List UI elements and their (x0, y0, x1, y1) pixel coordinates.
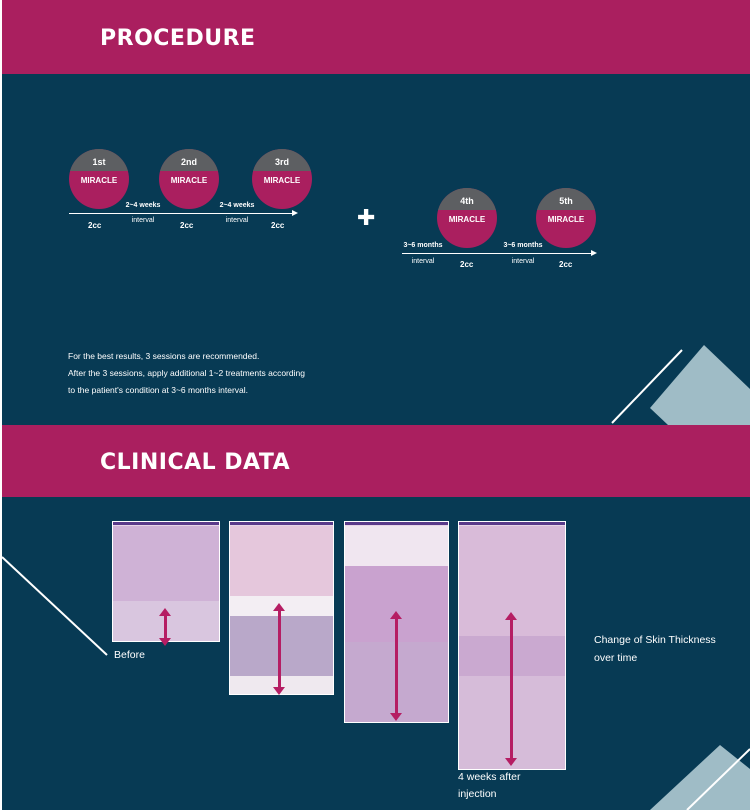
timeline-line-1 (69, 213, 293, 214)
session-circle-2nd: 2nd MIRACLE (159, 149, 219, 209)
thickness-arrow-week-1 (273, 603, 285, 695)
thickness-arrow-week-2 (390, 611, 402, 721)
session-circle-5th: 5th MIRACLE (536, 188, 596, 248)
session-label: 4th (437, 188, 497, 210)
product-name: MIRACLE (170, 176, 208, 185)
plus-icon: ✚ (357, 206, 376, 231)
product-name: MIRACLE (263, 176, 301, 185)
note-line: After the 3 sessions, apply additional 1… (68, 368, 305, 378)
interval-time: 3~6 months (503, 242, 543, 249)
clinical-panel: Before 4 weeks after injection Change of… (2, 497, 750, 810)
histology-before (112, 521, 220, 642)
after-label-line1: 4 weeks after (458, 771, 521, 783)
dose-label: 2cc (460, 260, 474, 269)
procedure-panel: 1st MIRACLE 2nd MIRACLE 3rd MIRACLE 2~4 … (2, 74, 750, 425)
dose-label: 2cc (559, 260, 573, 269)
timeline-arrow-1 (292, 210, 298, 216)
interval-label: interval (511, 258, 535, 265)
timeline-line-2 (402, 253, 592, 254)
interval-label: interval (131, 217, 155, 224)
timeline-arrow-2 (591, 250, 597, 256)
interval-label: interval (411, 258, 435, 265)
dose-label: 2cc (180, 221, 194, 230)
interval-time: 3~6 months (403, 242, 443, 249)
clinical-header: CLINICAL DATA (2, 425, 750, 497)
product-name: MIRACLE (547, 215, 585, 224)
session-circle-3rd: 3rd MIRACLE (252, 149, 312, 209)
dose-label: 2cc (271, 221, 285, 230)
thickness-arrow-before (159, 608, 171, 646)
session-circle-4th: 4th MIRACLE (437, 188, 497, 248)
procedure-header: PROCEDURE (2, 0, 750, 74)
after-label-line2: injection (458, 788, 497, 800)
decor-shapes-top (611, 345, 750, 425)
decor-shapes-bottom (2, 556, 750, 810)
note-line: to the patient's condition at 3~6 months… (68, 385, 248, 395)
interval-time: 2~4 weeks (125, 202, 161, 209)
session-circle-1st: 1st MIRACLE (69, 149, 129, 209)
interval-time: 2~4 weeks (219, 202, 255, 209)
histology-week-1 (229, 521, 334, 695)
note-line: For the best results, 3 sessions are rec… (68, 351, 260, 361)
session-label: 5th (536, 188, 596, 210)
thickness-arrow-after (505, 612, 517, 766)
dose-label: 2cc (88, 221, 102, 230)
session-label: 2nd (159, 149, 219, 171)
skin-thickness-label-line1: Change of Skin Thickness (594, 634, 716, 646)
product-name: MIRACLE (80, 176, 118, 185)
product-name: MIRACLE (448, 215, 486, 224)
interval-label: interval (225, 217, 249, 224)
session-label: 3rd (252, 149, 312, 171)
session-label: 1st (69, 149, 129, 171)
procedure-title: PROCEDURE (100, 26, 256, 51)
clinical-title: CLINICAL DATA (100, 450, 291, 475)
before-label: Before (114, 649, 145, 661)
skin-thickness-label-line2: over time (594, 652, 638, 664)
